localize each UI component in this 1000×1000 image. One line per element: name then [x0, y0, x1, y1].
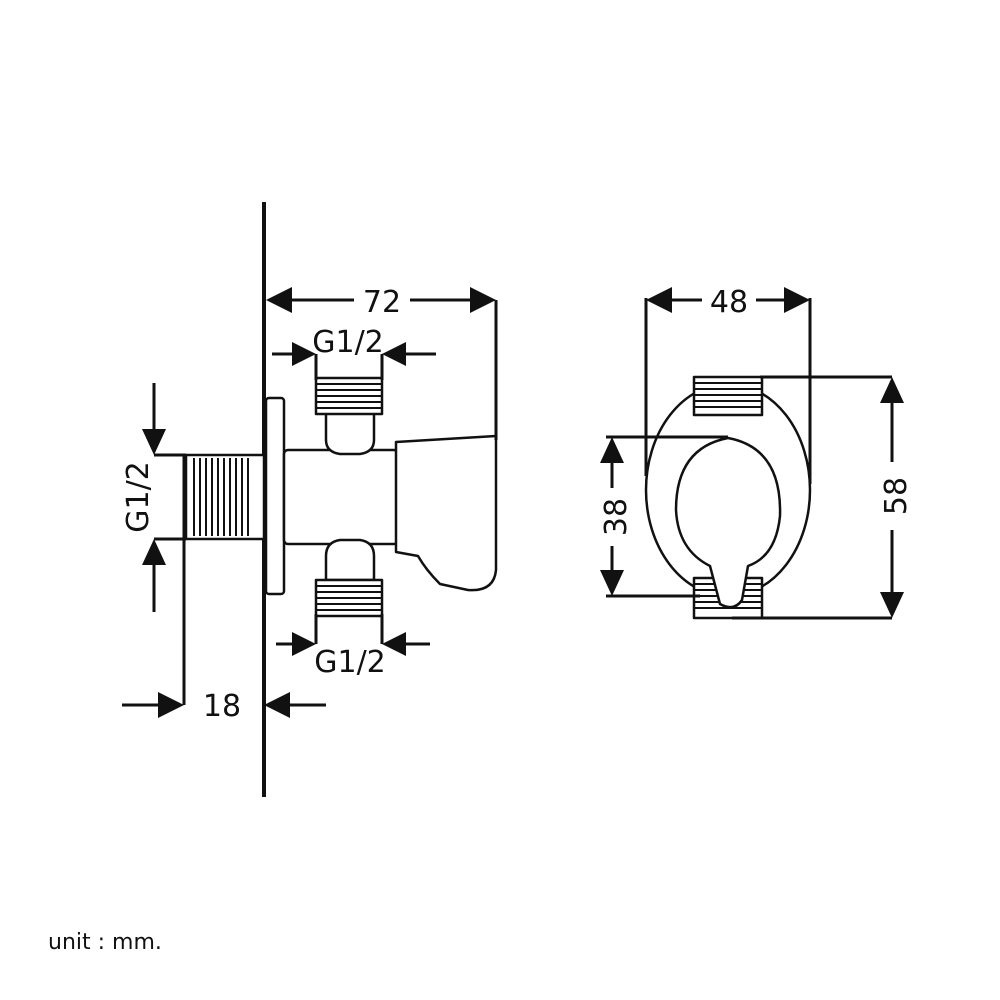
- dim-72-label: 72: [363, 285, 401, 320]
- dim-48: 48: [644, 285, 812, 484]
- dim-18-label: 18: [203, 689, 241, 724]
- inlet-thread: [184, 453, 266, 541]
- wall-flange: [264, 396, 286, 596]
- dim-bottom-thread: G1/2: [276, 614, 430, 680]
- dim-top-thread-label: G1/2: [312, 325, 384, 360]
- top-outlet: [314, 376, 384, 456]
- dim-top-thread: G1/2: [272, 325, 436, 380]
- bottom-outlet: [314, 538, 384, 618]
- dim-inlet-thread-label: G1/2: [121, 461, 156, 533]
- dim-38: 38: [599, 435, 728, 598]
- front-view: 48 38 58: [599, 285, 914, 620]
- unit-label: unit : mm.: [48, 930, 162, 955]
- valve-body: [282, 448, 400, 546]
- dim-18: 18: [122, 455, 326, 724]
- front-handle: [674, 436, 782, 609]
- front-top-thread: [692, 375, 764, 417]
- dim-72: 72: [266, 285, 498, 440]
- dim-48-label: 48: [710, 285, 748, 320]
- dim-bottom-thread-label: G1/2: [314, 645, 386, 680]
- dim-38-label: 38: [599, 498, 634, 536]
- dim-inlet-thread: G1/2: [121, 383, 186, 612]
- dim-58-label: 58: [879, 477, 914, 515]
- valve-handle: [394, 434, 498, 592]
- dim-58: 58: [732, 375, 914, 620]
- side-view: 72 G1/2 G1/2: [121, 202, 498, 797]
